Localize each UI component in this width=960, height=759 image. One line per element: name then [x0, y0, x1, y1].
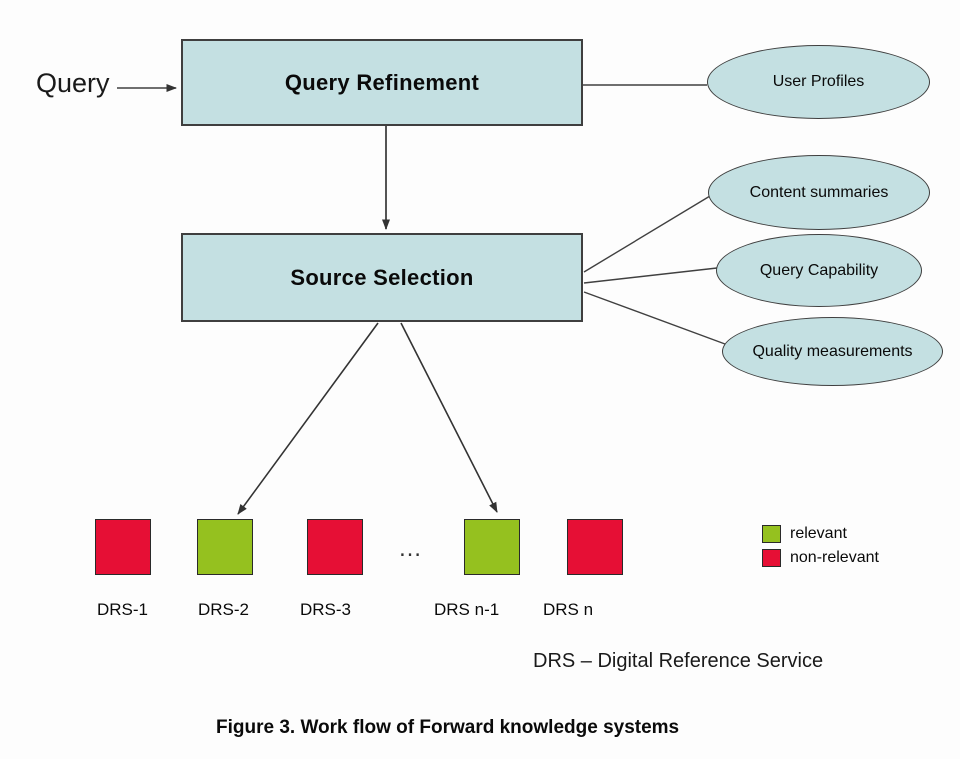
- drs-1-label: DRS-1: [97, 600, 149, 619]
- content-summaries-label: Content summaries: [749, 183, 889, 201]
- quality-measurements-ellipse: Quality measurements: [722, 317, 943, 386]
- drs-n-1-label: DRS n-1: [434, 600, 500, 619]
- connector-selection-to-quality-measurements: [583, 291, 726, 345]
- legend-item-non-relevant: non-relevant: [762, 549, 879, 567]
- quality-measurements-label: Quality measurements: [752, 342, 913, 360]
- drs-n-square: [567, 519, 623, 575]
- non-relevant-label: non-relevant: [790, 549, 879, 566]
- query-capability-ellipse: Query Capability: [716, 234, 922, 307]
- user-profiles-ellipse: User Profiles: [707, 45, 930, 119]
- drs-2-label: DRS-2: [198, 600, 250, 619]
- figure-caption: Figure 3. Work flow of Forward knowledge…: [216, 717, 680, 738]
- source-selection-label: Source Selection: [290, 264, 474, 290]
- connector-selection-to-drs-n1: [400, 322, 498, 513]
- content-summaries-ellipse: Content summaries: [708, 155, 930, 230]
- drs-n-label: DRS n: [543, 600, 594, 619]
- user-profiles-label: User Profiles: [772, 73, 865, 90]
- source-selection-box: Source Selection: [181, 233, 583, 322]
- query-refinement-box: Query Refinement: [181, 39, 583, 126]
- drs-ellipsis: …: [398, 535, 424, 562]
- relevant-label: relevant: [790, 525, 847, 542]
- drs-abbreviation-note: DRS – Digital Reference Service: [533, 650, 824, 672]
- drs-3-square: [307, 519, 363, 575]
- relevant-swatch-icon: [762, 525, 781, 543]
- connector-selection-to-content-summaries: [583, 195, 711, 273]
- legend-item-relevant: relevant: [762, 525, 847, 543]
- query-input-label: Query: [36, 68, 110, 98]
- drs-n-1-square: [464, 519, 520, 575]
- connector-selection-to-query-capability: [583, 267, 718, 284]
- drs-2-square: [197, 519, 253, 575]
- non-relevant-swatch-icon: [762, 549, 781, 567]
- connector-selection-to-drs2: [237, 322, 379, 515]
- query-refinement-label: Query Refinement: [284, 69, 480, 95]
- query-capability-label: Query Capability: [759, 261, 879, 279]
- drs-3-label: DRS-3: [300, 600, 352, 619]
- drs-1-square: [95, 519, 151, 575]
